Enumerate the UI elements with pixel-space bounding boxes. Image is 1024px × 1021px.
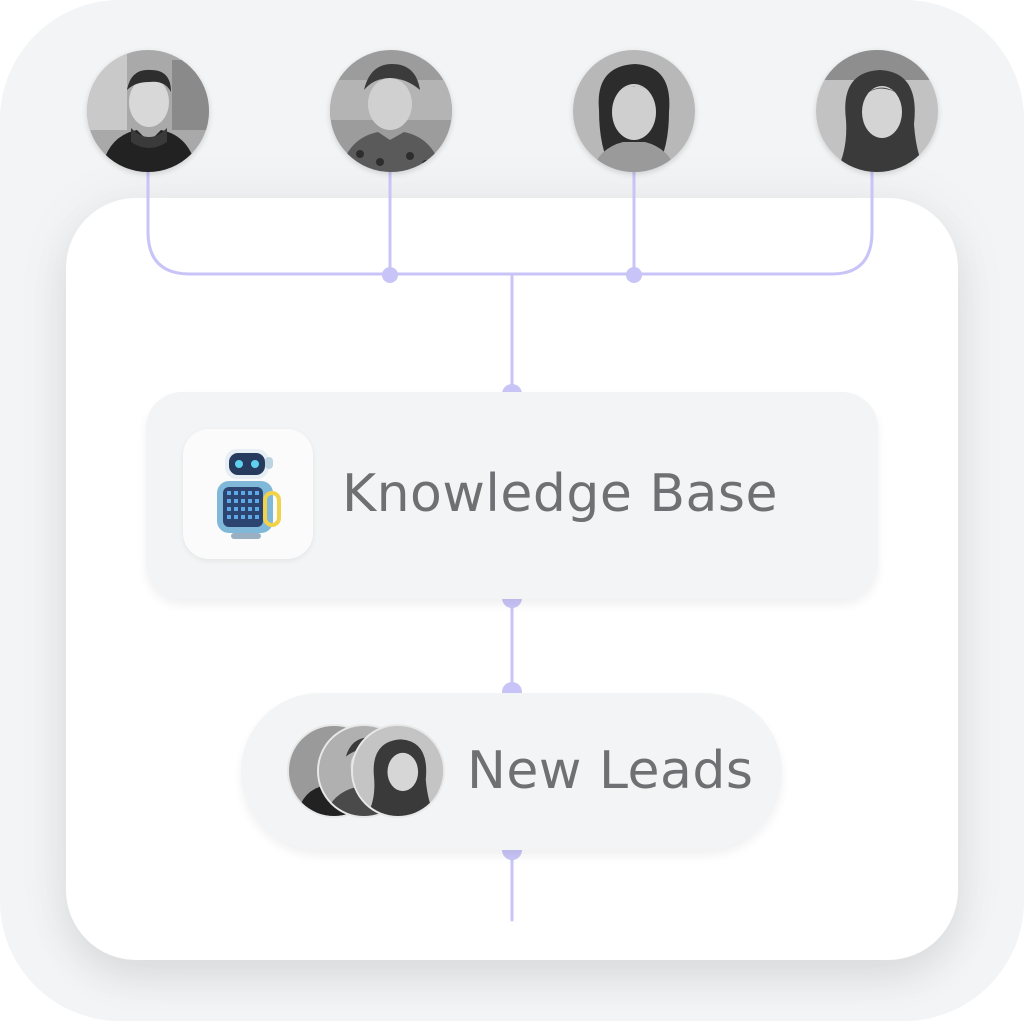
avatar-person-1: [87, 50, 209, 172]
bracket-connector: [146, 170, 874, 276]
portrait-woman-1-icon: [573, 50, 695, 172]
new-leads-label: New Leads: [467, 741, 754, 801]
avatar-person-4: [816, 50, 938, 172]
avatar-person-3: [573, 50, 695, 172]
knowledge-base-card[interactable]: Knowledge Base: [146, 392, 878, 599]
avatar-person-2: [330, 50, 452, 172]
portrait-woman-2-icon: [353, 726, 443, 816]
node-dot: [382, 267, 398, 283]
new-leads-card[interactable]: New Leads: [241, 693, 782, 850]
mini-avatar-3: [351, 724, 445, 818]
node-dot: [626, 267, 642, 283]
portrait-man-cap-icon: [330, 50, 452, 172]
portrait-man-scarf-icon: [87, 50, 209, 172]
knowledge-base-label: Knowledge Base: [342, 464, 778, 524]
robot-icon: [217, 449, 281, 539]
knowledge-base-icon-tile: [183, 429, 313, 559]
portrait-woman-2-icon: [816, 50, 938, 172]
